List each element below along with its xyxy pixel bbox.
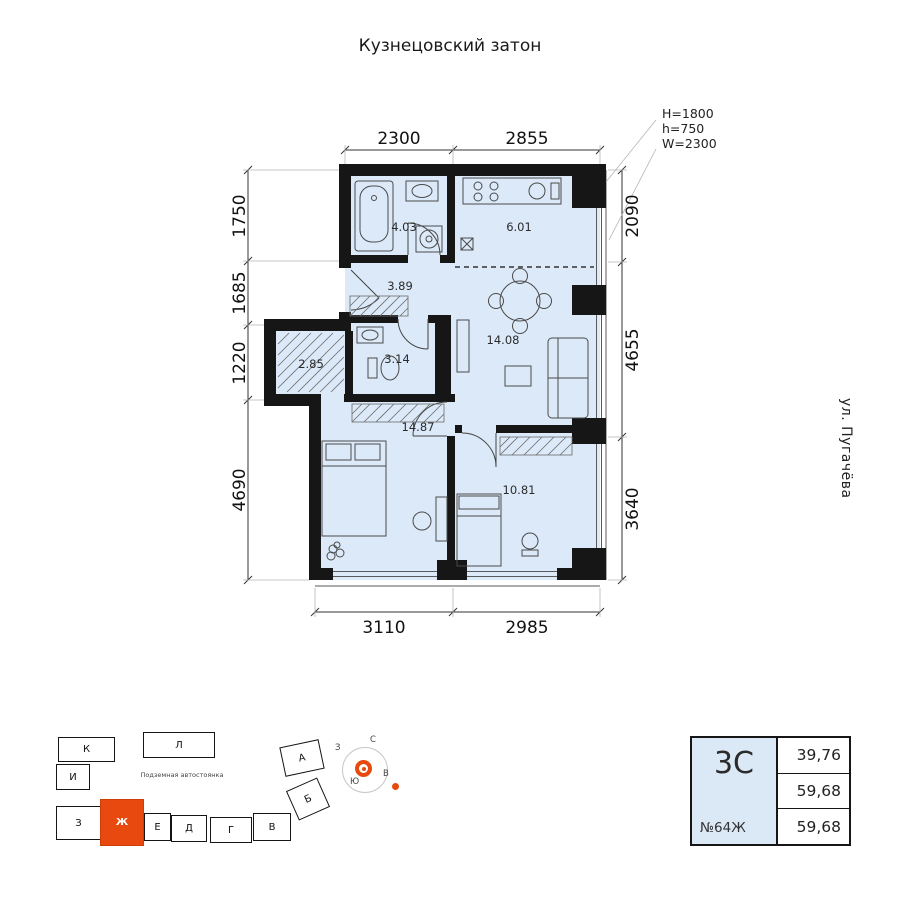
total-area-value: 59,68	[778, 774, 849, 810]
dim-right-1: 2090	[623, 194, 643, 237]
room-label-bedroom2: 10.81	[503, 483, 536, 497]
compass-east-label: В	[383, 769, 389, 779]
building-block-l[interactable]: Л	[143, 732, 215, 758]
dim-left-2: 1685	[230, 271, 250, 314]
room-label-wardrobe: 2.85	[298, 357, 324, 371]
building-block-z[interactable]: З	[56, 806, 101, 840]
apartment-type-cell: 3С №64Ж	[692, 738, 778, 844]
building-block-a[interactable]: А	[279, 739, 325, 777]
compass-south-label: Ю	[350, 777, 360, 787]
dim-top-1: 2300	[377, 129, 420, 149]
window-glazing	[315, 170, 607, 587]
compass-west-label: З	[335, 743, 341, 753]
window-annotation-h: H=1800	[662, 106, 714, 121]
compass: С З Ю В	[330, 731, 406, 807]
dim-bottom-2: 2985	[505, 618, 548, 638]
closet-hatching	[277, 295, 573, 456]
room-label-hallway: 3.89	[387, 279, 413, 293]
dimension-labels: 2300 2855 3110 2985 1750 1685 1220 4690 …	[230, 129, 643, 638]
building-block-k[interactable]: К	[58, 737, 115, 762]
building-block-zh-selected[interactable]: Ж	[100, 799, 144, 846]
window-annotation: H=1800 h=750 W=2300	[662, 106, 717, 151]
room-label-living: 14.08	[487, 333, 520, 347]
compass-ring	[342, 747, 388, 793]
dim-top-2: 2855	[505, 129, 548, 149]
reduced-area-value: 59,68	[796, 817, 841, 836]
compass-dot-icon	[392, 783, 399, 790]
dim-left-1: 1750	[230, 194, 250, 237]
room-area-labels: 4.03 6.01 3.89 14.08 2.85 3.14 14.87 10.…	[298, 220, 535, 497]
underground-parking-label: Подземная автостоянка	[140, 771, 224, 779]
furniture	[321, 177, 589, 567]
building-block-i[interactable]: И	[56, 764, 90, 790]
compass-north-label: С	[370, 735, 376, 745]
building-block-e[interactable]: Е	[144, 813, 171, 841]
room-label-bathroom: 4.03	[391, 220, 417, 234]
building-block-b[interactable]: Б	[285, 777, 331, 821]
extension-lines	[243, 119, 657, 617]
window-annotation-width: W=2300	[662, 136, 717, 151]
dim-right-2: 4655	[623, 328, 643, 371]
apartment-info-card: 3С №64Ж 39,76 59,68 59,68	[690, 736, 851, 846]
street-label: ул. Пугачёва	[838, 398, 854, 499]
living-area-value: 39,76	[778, 738, 849, 774]
dim-left-4: 4690	[230, 468, 250, 511]
window-annotation-sill: h=750	[662, 121, 704, 136]
dim-right-3: 3640	[623, 487, 643, 530]
building-block-g[interactable]: Г	[210, 817, 252, 843]
floor-plan: 2300 2855 3110 2985 1750 1685 1220 4690 …	[230, 106, 717, 638]
page-title: Кузнецовский затон	[358, 36, 542, 56]
dim-left-3: 1220	[230, 341, 250, 384]
apartment-number: №64Ж	[700, 820, 746, 836]
room-label-bedroom: 14.87	[402, 420, 435, 434]
building-block-d[interactable]: Д	[171, 815, 207, 842]
walls	[264, 164, 606, 580]
dim-bottom-1: 3110	[362, 618, 405, 638]
building-block-v[interactable]: В	[253, 813, 291, 841]
compass-bullseye-icon	[355, 760, 372, 777]
apartment-areas: 39,76 59,68 59,68	[778, 738, 849, 844]
room-label-wc: 3.14	[384, 352, 410, 366]
apartment-type: 3С	[713, 746, 755, 781]
door-swings	[350, 222, 497, 468]
room-label-kitchen: 6.01	[506, 220, 532, 234]
